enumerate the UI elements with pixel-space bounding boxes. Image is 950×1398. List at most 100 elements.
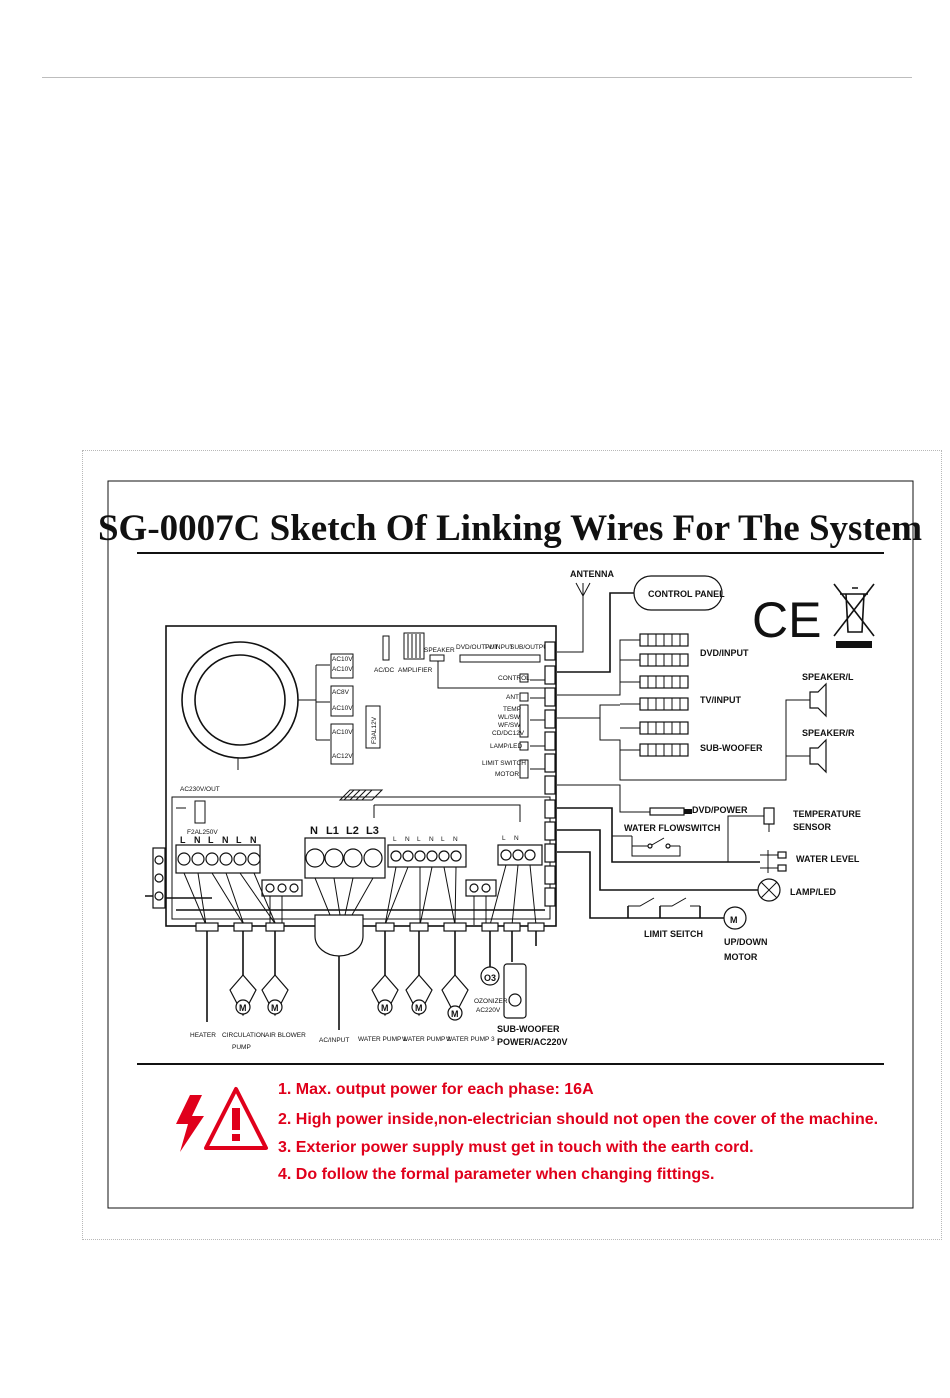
label-pump1: WATER PUMP 1 xyxy=(358,1036,407,1043)
label-circulation: CIRCULATION xyxy=(222,1032,266,1039)
board-io-labels: CONTROL ANT TEMP WL/SW WF/SW CD/DC12V LA… xyxy=(482,673,530,779)
svg-text:M: M xyxy=(271,1003,279,1013)
label-control-panel: CONTROL PANEL xyxy=(648,589,725,599)
svg-text:L: L xyxy=(502,835,506,842)
ce-mark: CE xyxy=(752,592,821,648)
label-sub-woofer: SUB-WOOFER xyxy=(700,743,763,753)
water-flow-switch-icon xyxy=(631,836,681,857)
label-ozonizer-voltage: AC220V xyxy=(476,1007,501,1014)
label-motor: MOTOR xyxy=(724,952,758,962)
svg-text:LAMP/LED: LAMP/LED xyxy=(490,743,522,750)
svg-text:N: N xyxy=(222,835,229,845)
label-fuse-small: F3AL12V xyxy=(371,716,378,744)
transformer-outer xyxy=(181,641,299,759)
label-heater: HEATER xyxy=(190,1032,216,1039)
transformer-inner xyxy=(194,654,286,746)
terminal-labels-left: L N L N L N xyxy=(180,835,257,845)
label-temperature: TEMPERATURE xyxy=(793,809,861,819)
amplifier-connector xyxy=(403,632,425,660)
dvd-power-plug xyxy=(557,784,692,816)
rca-connectors xyxy=(557,633,689,757)
label-ac10v-c: AC10V xyxy=(332,705,353,712)
label-lamp-led: LAMP/LED xyxy=(790,887,836,897)
antenna-icon xyxy=(557,582,591,653)
label-ac230v-out: AC230V/OUT xyxy=(180,786,220,793)
temperature-sensor-icon xyxy=(755,807,775,832)
svg-text:WF/SW: WF/SW xyxy=(498,722,521,729)
speaker-connector xyxy=(429,654,445,662)
svg-text:L: L xyxy=(180,835,186,845)
svg-text:N: N xyxy=(250,835,257,845)
top-rule xyxy=(42,77,912,78)
svg-text:L: L xyxy=(208,835,214,845)
label-tv-input: TV/INPUT xyxy=(700,695,742,705)
label-speaker: SPEAKER xyxy=(424,647,455,654)
limit-switch-icon xyxy=(557,851,724,919)
control-panel-wire xyxy=(557,592,634,673)
internal-wiring xyxy=(176,864,545,926)
fuse-small xyxy=(365,705,381,749)
speaker-wire xyxy=(437,661,545,689)
label-antenna: ANTENNA xyxy=(570,569,614,579)
capacitor-blocks xyxy=(261,879,497,897)
svg-text:CD/DC12V: CD/DC12V xyxy=(492,730,525,737)
svg-text:L: L xyxy=(441,836,445,843)
lamp-icon xyxy=(557,829,781,902)
internal-wire xyxy=(374,804,521,822)
svg-text:MOTOR: MOTOR xyxy=(495,771,519,778)
amplifier-pins xyxy=(407,634,421,658)
svg-text:LIMIT SWITCH: LIMIT SWITCH xyxy=(482,760,526,767)
warning-4: 4. Do follow the formal parameter when c… xyxy=(278,1166,714,1183)
terminal-block-right xyxy=(497,844,543,866)
label-ac10v-d: AC10V xyxy=(332,729,353,736)
main-power-terminal xyxy=(304,837,386,879)
svg-text:N: N xyxy=(194,835,201,845)
label-l3: L3 xyxy=(366,825,379,837)
label-speaker-r: SPEAKER/R xyxy=(802,728,855,738)
label-ac10v-a: AC10V xyxy=(332,656,353,663)
label-subwoofer-power: SUB-WOOFER xyxy=(497,1024,560,1034)
label-l2: L2 xyxy=(346,825,359,837)
label-subwoofer-voltage: POWER/AC220V xyxy=(497,1037,568,1047)
label-ac10v-b: AC10V xyxy=(332,666,353,673)
warning-1: 1. Max. output power for each phase: 16A xyxy=(278,1081,594,1098)
svg-text:N: N xyxy=(429,836,434,843)
label-n: N xyxy=(310,825,318,837)
label-fuse-main: F2AL250V xyxy=(187,829,218,836)
label-tv-input-board: TV/INPUT xyxy=(484,644,514,651)
label-temperature-sensor: SENSOR xyxy=(793,822,832,832)
label-pump2: WATER PUMP 2 xyxy=(402,1036,451,1043)
water-level-icon xyxy=(760,850,787,873)
pump-icons xyxy=(229,974,469,1021)
subwoofer-power-icon xyxy=(503,963,527,1019)
label-dvd-input: DVD/INPUT xyxy=(700,648,749,658)
svg-text:N: N xyxy=(514,835,519,842)
diagram-border xyxy=(107,480,914,1209)
ozonizer-icon xyxy=(480,966,500,986)
warning-triangle-icon xyxy=(204,1087,268,1150)
earth-strip xyxy=(145,847,212,909)
svg-text:L: L xyxy=(417,836,421,843)
sensor-bus xyxy=(557,807,760,863)
diagram-title: SG-0007C Sketch Of Linking Wires For The… xyxy=(98,508,922,549)
motor-symbol: M xyxy=(730,915,738,925)
svg-text:CONTROL: CONTROL xyxy=(498,675,530,682)
label-water-flowswitch: WATER FLOWSWITCH xyxy=(624,823,720,833)
label-air-blower: AIR BLOWER xyxy=(265,1032,306,1039)
warning-3: 3. Exterior power supply must get in tou… xyxy=(278,1139,754,1156)
ribbon-cable xyxy=(338,789,384,801)
side-connector-column xyxy=(530,641,556,907)
warning-2: 2. High power inside,non-electrician sho… xyxy=(278,1111,878,1128)
label-motor-updown: UP/DOWN xyxy=(724,937,768,947)
terminal-labels-middle: L N L N L N xyxy=(393,836,458,843)
svg-text:N: N xyxy=(453,836,458,843)
weee-bin-icon xyxy=(833,583,875,648)
terminal-block-middle xyxy=(387,844,467,868)
label-water-level: WATER LEVEL xyxy=(796,854,860,864)
label-ac-input: AC/INPUT xyxy=(319,1037,349,1044)
acdc-connector xyxy=(382,635,390,661)
updown-motor-icon xyxy=(723,906,747,930)
label-ac12v: AC12V xyxy=(332,753,353,760)
label-o3: O3 xyxy=(484,973,496,983)
cable-glands xyxy=(195,914,545,957)
